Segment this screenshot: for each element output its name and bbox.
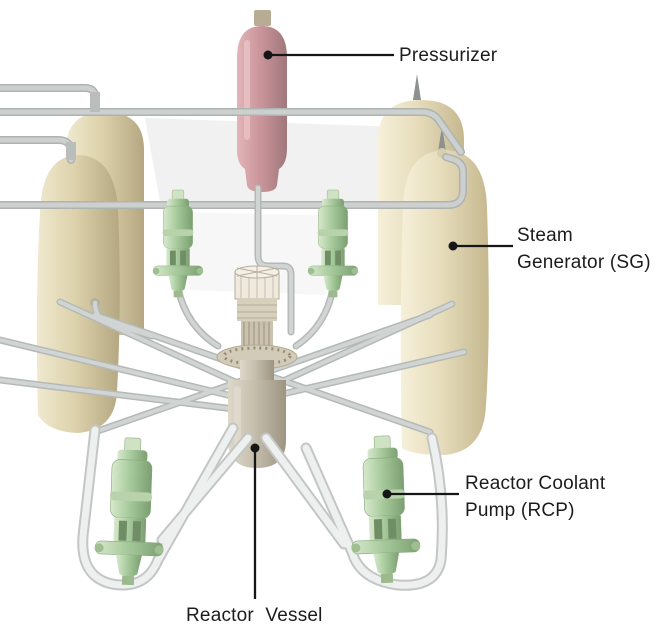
leader-lines — [250, 50, 513, 599]
reactor-coolant-pump-label: Reactor Coolant Pump (RCP) — [465, 470, 605, 524]
steam-line-pipes — [0, 84, 467, 209]
pressurizer-vessel — [237, 10, 287, 192]
pressurizer-label: Pressurizer — [399, 45, 498, 66]
control-rod-drive-mechanism — [234, 265, 280, 351]
reactor-vessel-label: Reactor Vessel — [186, 605, 323, 626]
rcp-label-line2: Pump (RCP) — [465, 500, 575, 521]
rcp-pipe-background-left — [174, 284, 222, 350]
steam-generator-front-right — [400, 126, 489, 455]
steam-generator-label-line1: Steam — [517, 225, 573, 246]
rcp-pipe-background-right — [292, 284, 337, 350]
rcp-label-line1: Reactor Coolant — [465, 473, 606, 494]
foreground-loop-pipes — [77, 422, 448, 591]
steam-generator-label: Steam Generator (SG) — [517, 222, 651, 276]
surge-line-pipe — [254, 184, 295, 336]
steam-generator-label-line2: Generator (SG) — [517, 252, 651, 273]
sg-spike-icon — [438, 126, 446, 152]
sg-spike-icon — [413, 74, 421, 100]
background-shading — [145, 118, 430, 205]
